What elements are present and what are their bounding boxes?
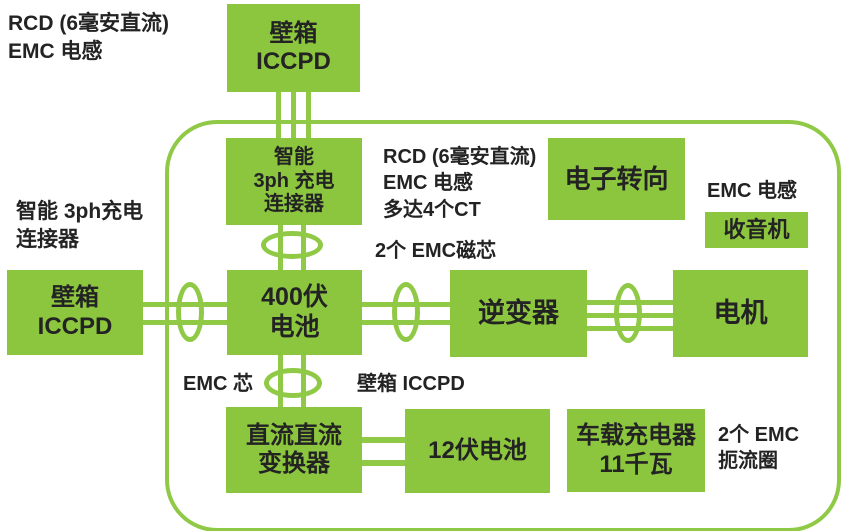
emc-core-ellipse	[264, 368, 322, 398]
node-label: 电池	[269, 312, 320, 341]
node-400v-battery: 400伏 电池	[227, 270, 362, 355]
connector-line	[291, 92, 296, 138]
node-electronic-steering: 电子转向	[548, 138, 685, 220]
annotation-two-emc-chokes: 2个 EMC 扼流圈	[718, 422, 799, 475]
node-wallbox-iccpd-left: 壁箱 ICCPD	[7, 270, 143, 355]
connector-line	[362, 437, 405, 443]
annotation-rcd-top-left: RCD (6毫安直流) EMC 电感	[8, 10, 169, 65]
node-12v-battery: 12伏电池	[405, 409, 550, 493]
node-label: 3ph 充电	[253, 169, 335, 192]
node-label: 电子转向	[564, 163, 669, 194]
node-label: 直流直流	[246, 421, 342, 449]
node-label: 电机	[713, 297, 768, 328]
emc-core-ellipse	[176, 282, 204, 342]
annotation-rcd-inner: RCD (6毫安直流) EMC 电感 多达4个CT	[383, 144, 536, 223]
annotation-line: EMC 电感	[8, 39, 103, 63]
annotation-line: 多达4个CT	[383, 198, 481, 221]
annotation-line: 智能 3ph充电	[16, 200, 144, 223]
node-label: 壁箱	[269, 19, 318, 47]
emc-core-ellipse	[392, 282, 420, 342]
node-label: ICCPD	[256, 48, 331, 75]
annotation-emc-core: EMC 芯	[183, 373, 253, 395]
node-onboard-charger-11kw: 车载充电器 11千瓦	[567, 409, 705, 492]
node-label: 12伏电池	[428, 436, 527, 464]
annotation-two-emc-cores: 2个 EMC磁芯	[375, 240, 497, 262]
node-label: 逆变器	[478, 297, 559, 328]
node-label: 11千瓦	[599, 450, 673, 478]
connector-line	[306, 92, 311, 138]
node-label: ICCPD	[37, 312, 113, 340]
node-motor: 电机	[673, 270, 808, 357]
node-wallbox-iccpd-top: 壁箱 ICCPD	[227, 4, 360, 92]
emc-core-ellipse	[614, 283, 642, 343]
node-label: 收音机	[723, 217, 790, 243]
annotation-smart-connector-left: 智能 3ph充电 连接器	[16, 198, 143, 253]
annotation-line: 扼流圈	[718, 450, 778, 473]
connector-line	[362, 460, 405, 466]
annotation-line: EMC 电感	[383, 172, 473, 195]
annotation-line: RCD (6毫安直流)	[383, 146, 537, 168]
node-radio: 收音机	[705, 212, 808, 248]
connector-line	[276, 92, 281, 138]
node-label: 智能	[274, 146, 314, 169]
node-label: 壁箱	[51, 284, 99, 312]
vehicle-boundary-frame	[165, 120, 841, 531]
node-label: 连接器	[264, 193, 324, 216]
annotation-line: 连接器	[16, 227, 79, 251]
annotation-line: 2个 EMC	[718, 424, 800, 446]
emc-core-ellipse	[261, 231, 323, 259]
annotation-line: RCD (6毫安直流)	[8, 12, 169, 35]
annotation-emc-inductor-right: EMC 电感	[707, 180, 797, 202]
node-smart-3ph-connector: 智能 3ph 充电 连接器	[226, 138, 362, 225]
node-dcdc-converter: 直流直流 变换器	[226, 407, 362, 493]
annotation-wallbox-iccpd-mid: 壁箱 ICCPD	[357, 373, 465, 395]
node-inverter: 逆变器	[450, 270, 587, 357]
node-label: 车载充电器	[576, 422, 696, 450]
node-label: 400伏	[261, 283, 328, 311]
node-label: 变换器	[258, 450, 330, 477]
